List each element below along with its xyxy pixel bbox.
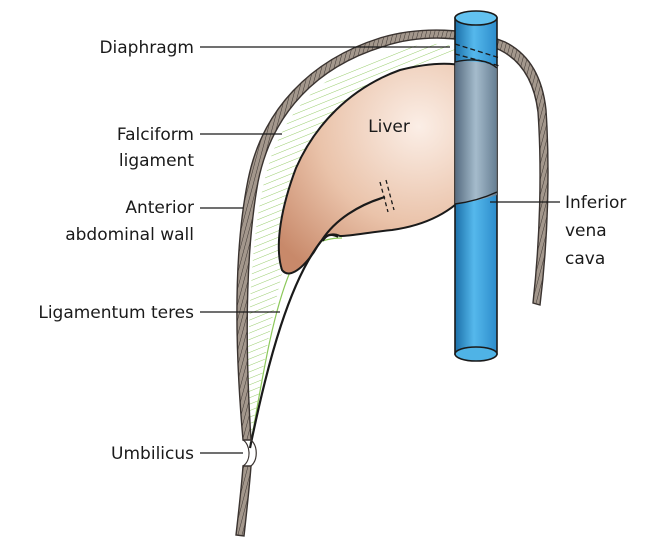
ivc-top <box>455 11 497 25</box>
ivc-behind-liver <box>455 61 497 204</box>
label-ivc-2: vena <box>565 221 607 241</box>
label-ivc-3: cava <box>565 249 605 269</box>
wall-below-umbilicus <box>236 466 251 536</box>
label-diaphragm: Diaphragm <box>99 38 194 58</box>
label-anterior-2: abdominal wall <box>65 225 194 245</box>
ivc-bottom <box>455 347 497 361</box>
label-falciform-2: ligament <box>119 151 194 171</box>
label-ivc-1: Inferior <box>565 193 626 213</box>
label-ligamentum-teres: Ligamentum teres <box>38 303 194 323</box>
label-anterior-1: Anterior <box>125 198 194 218</box>
label-umbilicus: Umbilicus <box>111 444 194 464</box>
label-falciform-1: Falciform <box>117 125 194 145</box>
label-liver: Liver <box>368 117 410 137</box>
